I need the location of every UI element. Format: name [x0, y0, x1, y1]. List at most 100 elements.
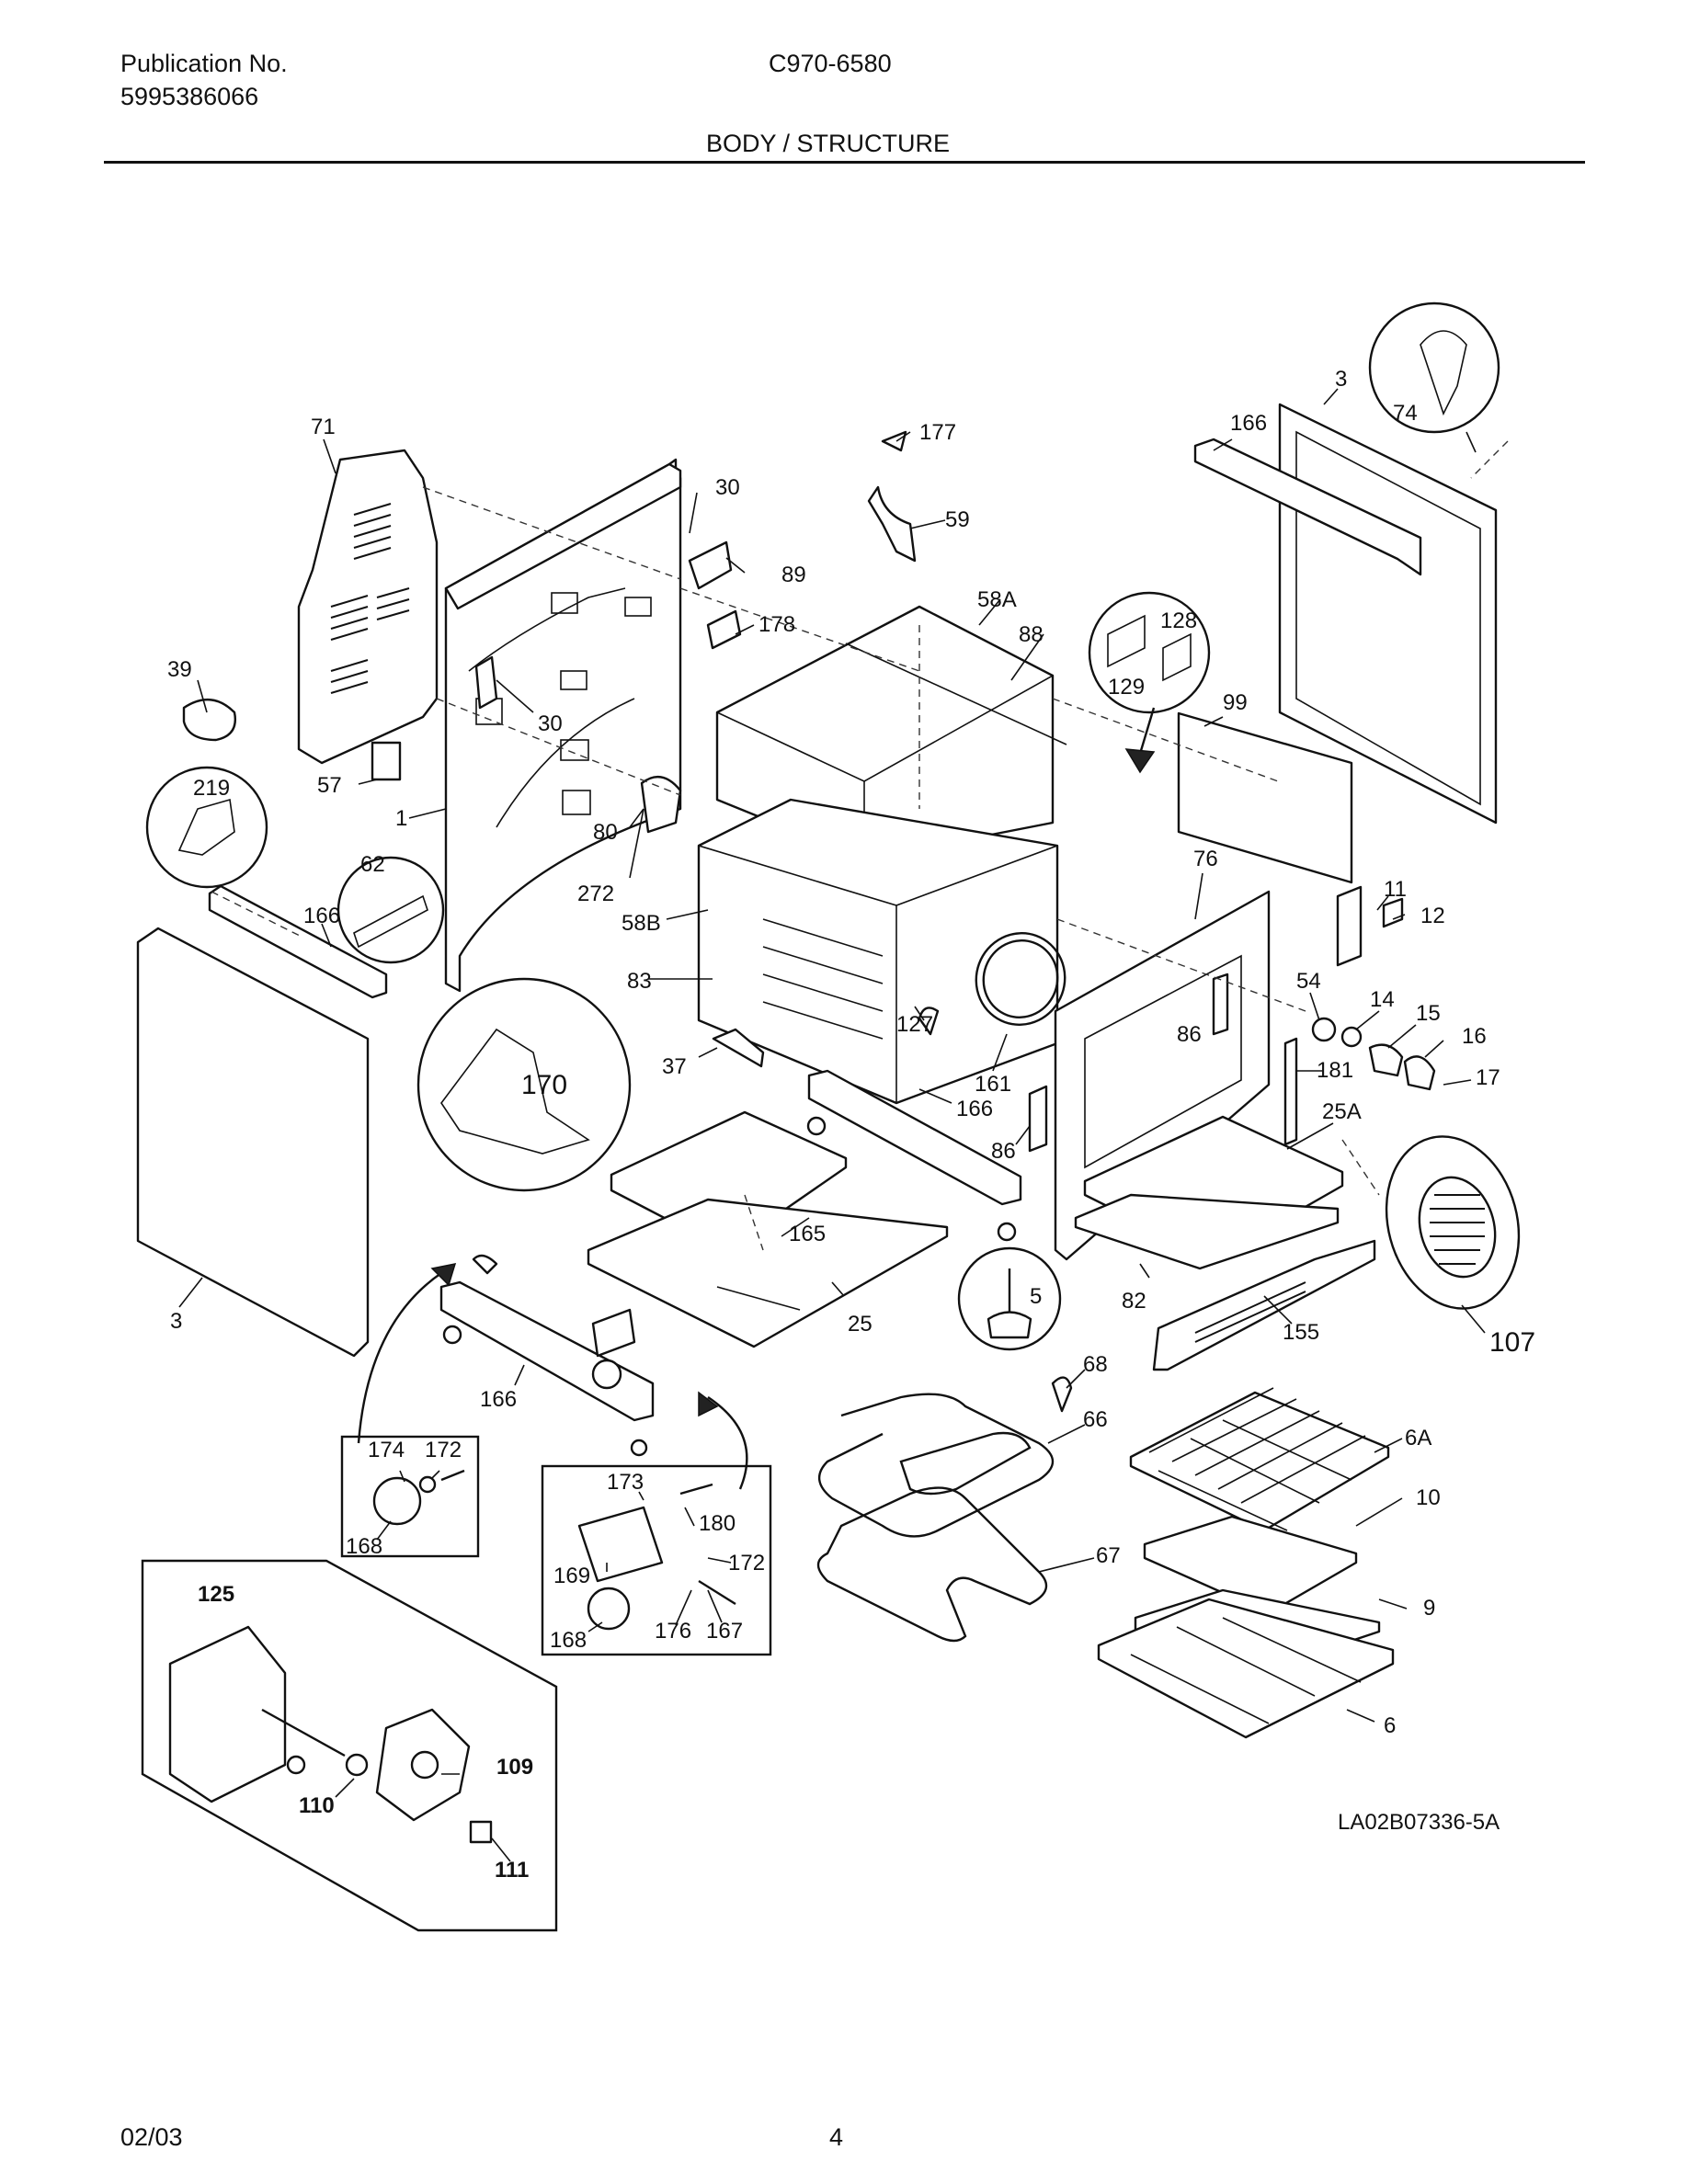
- part-label-180: 180: [699, 1511, 736, 1536]
- part-label-10: 10: [1416, 1485, 1441, 1510]
- part-label-219: 219: [193, 776, 230, 801]
- oven-rack-top: [1129, 1387, 1390, 1532]
- part-label-161: 161: [975, 1072, 1011, 1097]
- part-label-9: 9: [1423, 1596, 1435, 1621]
- part-label-1: 1: [395, 806, 407, 831]
- drawer-vent: [1152, 1239, 1376, 1371]
- part-label-129: 129: [1108, 675, 1145, 700]
- footer-date: 02/03: [120, 2123, 183, 2151]
- callout-170: [416, 977, 632, 1192]
- part-label-74: 74: [1393, 401, 1418, 426]
- part-label-16: 16: [1462, 1024, 1487, 1049]
- publication-label: Publication No.: [120, 50, 288, 77]
- broil-element: [818, 1393, 1055, 1538]
- hardware-box-174: [340, 1435, 480, 1558]
- part-label-11: 11: [1384, 877, 1407, 902]
- oven-rack-bottom: [1097, 1598, 1395, 1739]
- part-label-166d: 166: [1230, 411, 1267, 436]
- part-label-59: 59: [945, 507, 970, 532]
- part-label-125: 125: [198, 1582, 234, 1607]
- guide-lines: [211, 440, 1509, 1251]
- fan-motor-box: [141, 1559, 558, 1932]
- header-rule: [104, 161, 1585, 164]
- part-label-168a: 168: [346, 1534, 382, 1559]
- publication-number: 5995386066: [120, 83, 259, 110]
- part-label-37: 37: [662, 1054, 687, 1079]
- model-number: C970-6580: [769, 50, 892, 77]
- part-label-71: 71: [311, 415, 336, 439]
- leader-lines: [178, 388, 1486, 1862]
- part-label-67: 67: [1096, 1543, 1121, 1568]
- part-label-25a: 25A: [1322, 1099, 1362, 1124]
- part-label-89: 89: [781, 563, 806, 587]
- callout-5: [957, 1246, 1062, 1351]
- callout-62: [336, 856, 445, 964]
- part-label-25: 25: [848, 1312, 873, 1337]
- page-number: 4: [829, 2123, 844, 2151]
- callout-74: [1368, 301, 1500, 434]
- small-parts: [182, 430, 1436, 1457]
- part-label-166c: 166: [480, 1387, 517, 1412]
- part-label-3a: 3: [170, 1309, 182, 1334]
- part-label-6a: 6A: [1405, 1426, 1431, 1450]
- part-label-107: 107: [1489, 1327, 1535, 1358]
- part-label-82: 82: [1122, 1289, 1146, 1314]
- part-label-168b: 168: [550, 1628, 587, 1653]
- part-label-176: 176: [655, 1619, 691, 1644]
- part-label-172a: 172: [425, 1438, 462, 1462]
- part-label-80: 80: [593, 820, 618, 845]
- callout-128: [1088, 591, 1211, 714]
- part-label-58a: 58A: [977, 587, 1017, 612]
- drawing-number: LA02B07336-5A: [1338, 1810, 1500, 1835]
- part-label-57: 57: [317, 773, 342, 798]
- bottom-rail: [807, 1069, 1022, 1206]
- part-label-111: 111: [495, 1858, 529, 1883]
- part-label-54: 54: [1296, 969, 1321, 994]
- part-label-170: 170: [521, 1070, 567, 1100]
- broil-pan-insert: [1143, 1515, 1358, 1615]
- left-side-shield: [297, 449, 439, 765]
- part-label-5: 5: [1030, 1284, 1042, 1309]
- part-label-155: 155: [1283, 1320, 1319, 1345]
- part-label-66: 66: [1083, 1407, 1108, 1432]
- callout-219: [145, 766, 268, 889]
- part-label-177: 177: [919, 420, 956, 445]
- part-label-15: 15: [1416, 1001, 1441, 1026]
- part-label-68: 68: [1083, 1352, 1108, 1377]
- part-label-76: 76: [1193, 847, 1218, 871]
- oven-top-insulation: [715, 605, 1067, 861]
- part-label-14: 14: [1370, 987, 1395, 1012]
- part-label-58b: 58B: [622, 911, 661, 936]
- part-label-174: 174: [368, 1438, 405, 1462]
- part-label-17: 17: [1476, 1065, 1500, 1090]
- section-title: BODY / STRUCTURE: [706, 130, 951, 157]
- part-label-166b: 166: [956, 1097, 993, 1121]
- part-label-39: 39: [167, 657, 192, 682]
- left-outer-panel: [136, 927, 370, 1358]
- part-label-128: 128: [1160, 609, 1197, 633]
- front-rail: [439, 1280, 655, 1422]
- part-label-272: 272: [577, 882, 614, 906]
- part-label-62: 62: [360, 852, 385, 877]
- part-label-6: 6: [1384, 1713, 1396, 1738]
- bottom-tray: [587, 1198, 949, 1348]
- part-label-83: 83: [627, 969, 652, 994]
- hardware-box-173: [541, 1464, 772, 1656]
- part-label-181: 181: [1317, 1058, 1353, 1083]
- part-label-99: 99: [1223, 690, 1248, 715]
- part-label-86a: 86: [991, 1139, 1016, 1164]
- door-trim: [1193, 438, 1422, 576]
- bake-element: [816, 1486, 1048, 1643]
- part-label-167: 167: [706, 1619, 743, 1644]
- part-label-169: 169: [553, 1564, 590, 1588]
- arrow-to-128: [1124, 707, 1156, 774]
- part-labels: 71 39 219 57 1 62 166 3 30 30 89 178 177…: [167, 367, 1535, 1883]
- part-label-88: 88: [1019, 622, 1044, 647]
- part-label-172b: 172: [728, 1551, 765, 1575]
- part-label-86b: 86: [1177, 1022, 1202, 1047]
- part-label-178: 178: [758, 612, 795, 637]
- door-liner: [1177, 711, 1353, 884]
- drawer-bottom: [1074, 1193, 1340, 1270]
- part-label-30b: 30: [538, 711, 563, 736]
